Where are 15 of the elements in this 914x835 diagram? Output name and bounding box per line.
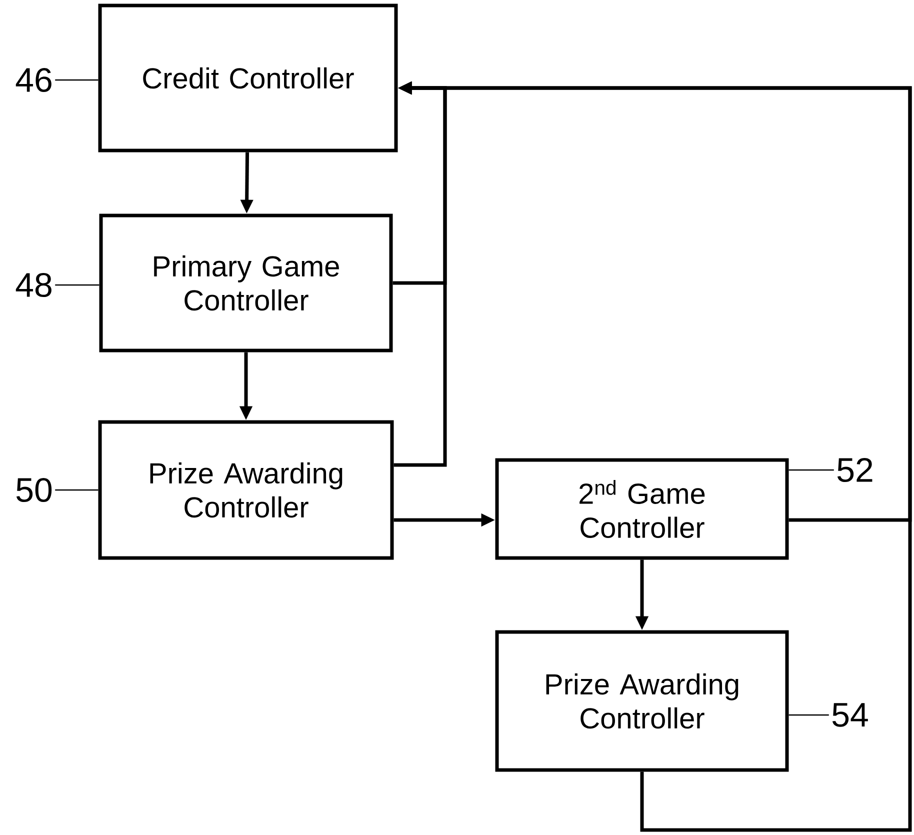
leader-line bbox=[788, 714, 829, 716]
callout-number: 46 bbox=[16, 68, 52, 92]
leader-line bbox=[55, 284, 100, 286]
leader-line bbox=[55, 489, 98, 491]
controller-box: Primary Game Controller bbox=[99, 214, 393, 352]
callout-number: 52 bbox=[837, 458, 872, 482]
controller-box: Credit Controller bbox=[98, 4, 398, 152]
leader-line bbox=[55, 79, 98, 81]
controller-box: Prize Awarding Controller bbox=[495, 630, 789, 772]
callout-number: 48 bbox=[16, 272, 52, 298]
leader-line bbox=[788, 469, 834, 471]
controller-box: 2$^{nd}$ Game Controller bbox=[495, 458, 789, 560]
callout-number: 54 bbox=[832, 703, 868, 727]
callout-number: 50 bbox=[16, 478, 52, 502]
controller-box: Prize Awarding Controller bbox=[98, 420, 394, 560]
